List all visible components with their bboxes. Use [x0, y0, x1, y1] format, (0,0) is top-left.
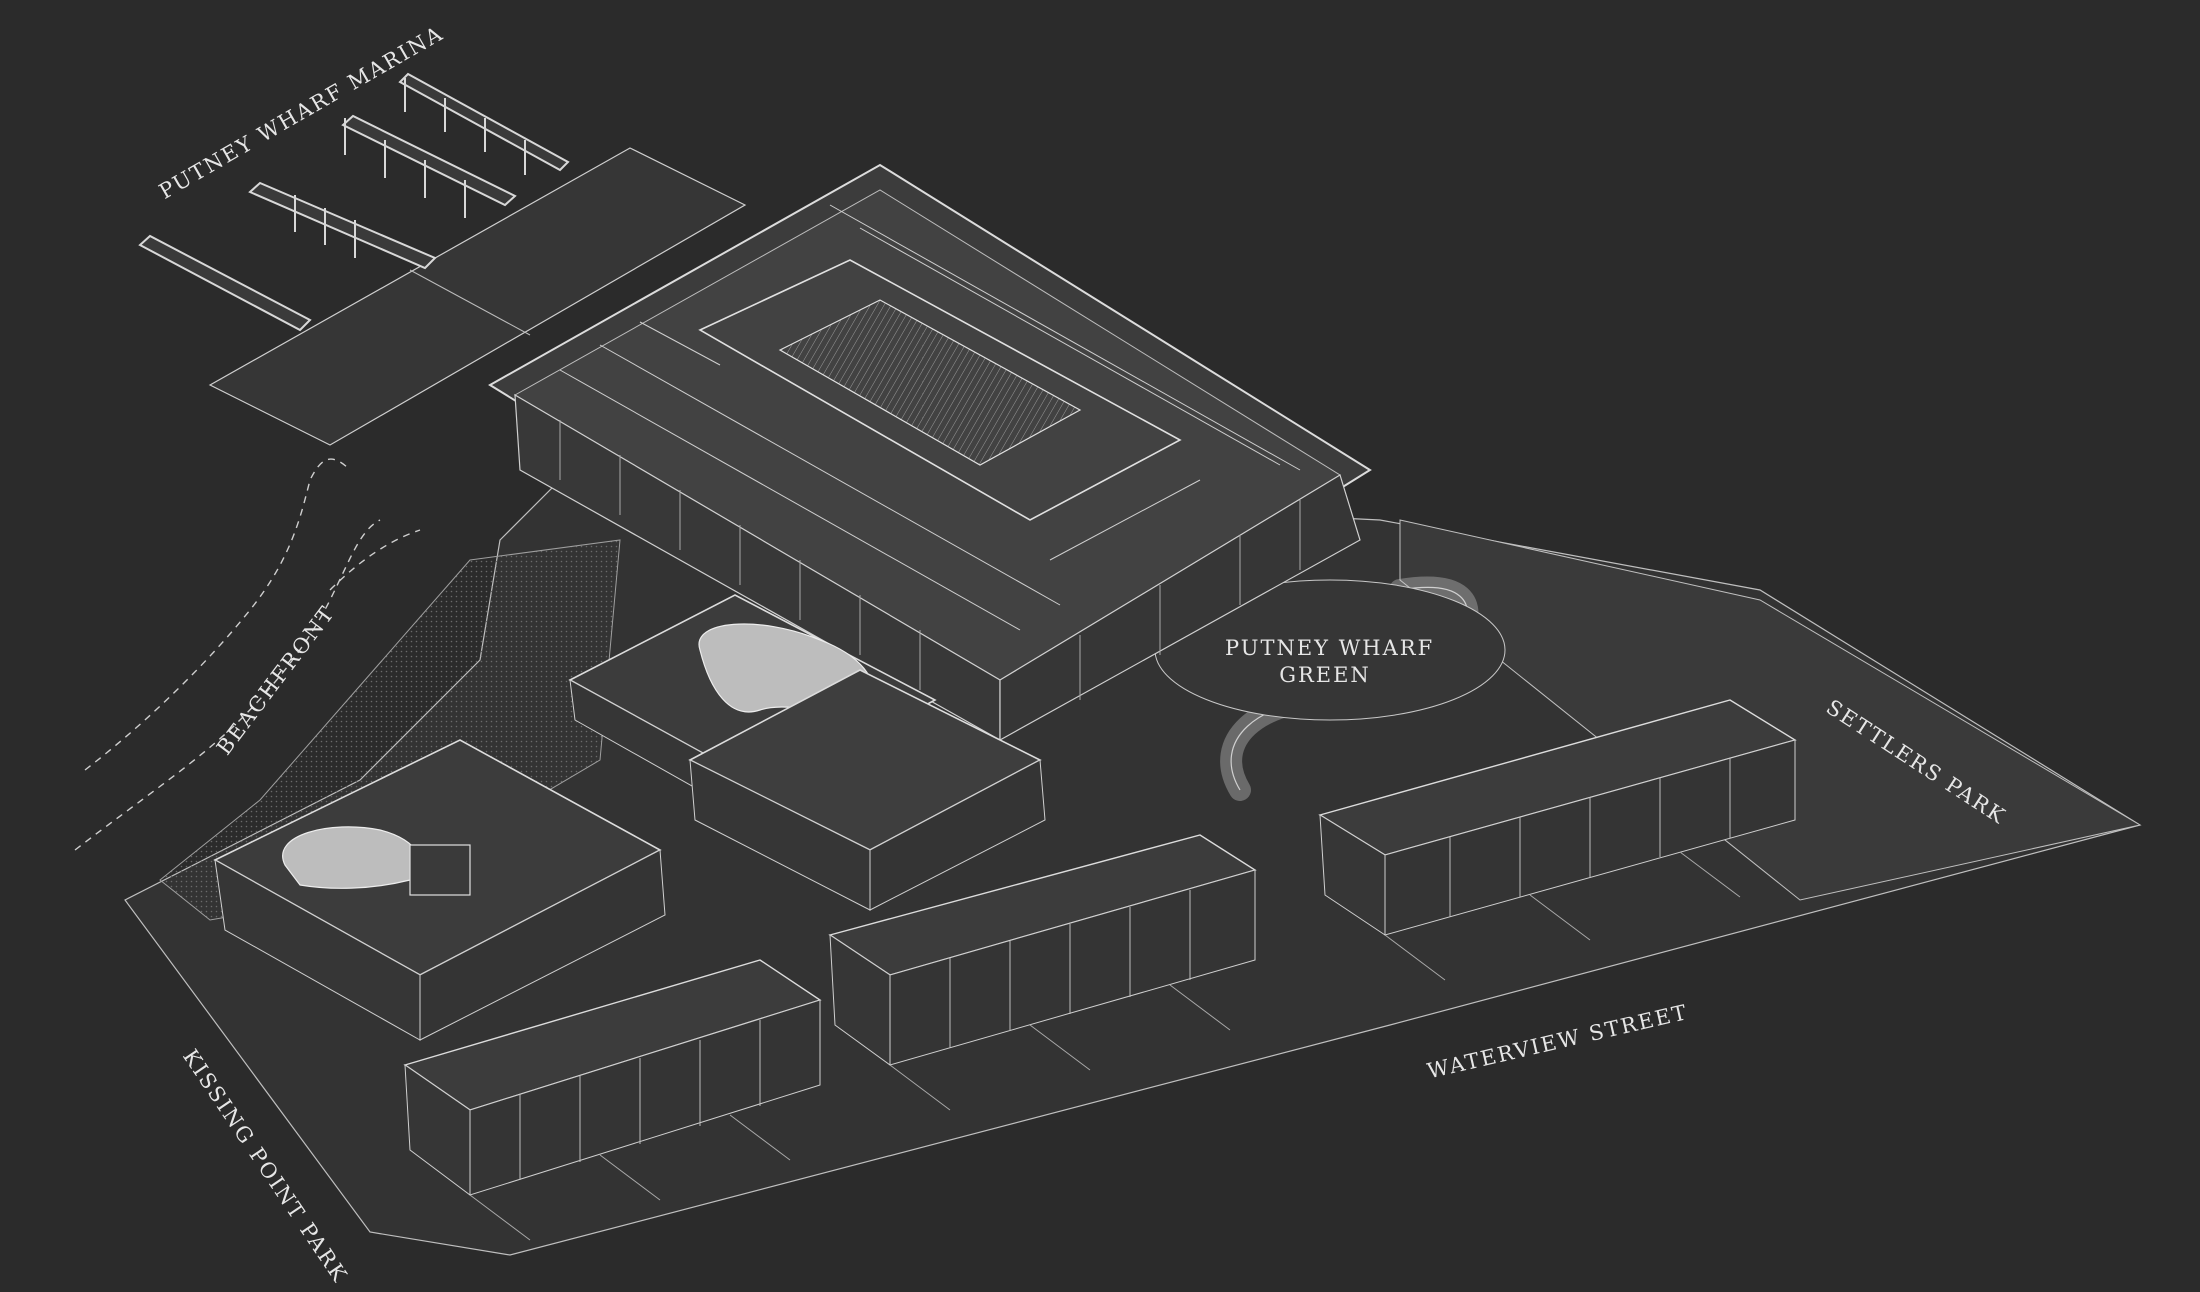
label-green-line1: PUTNEY WHARF — [1225, 636, 1435, 660]
townhouses-front-left — [403, 959, 822, 1196]
settlers-park-ground — [1399, 519, 2142, 901]
label-green-line2: GREEN — [1279, 663, 1371, 687]
marina-plaza — [208, 147, 747, 446]
townhouses-front-middle — [828, 834, 1257, 1066]
marina-jetties — [138, 72, 570, 332]
main-building — [488, 163, 1372, 742]
apartment-building-left — [213, 739, 666, 1041]
apartment-building-middle — [568, 594, 1046, 911]
label-putney-wharf-green: PUTNEY WHARF GREEN — [1225, 635, 1435, 689]
beachfront-shoreline — [74, 458, 421, 851]
